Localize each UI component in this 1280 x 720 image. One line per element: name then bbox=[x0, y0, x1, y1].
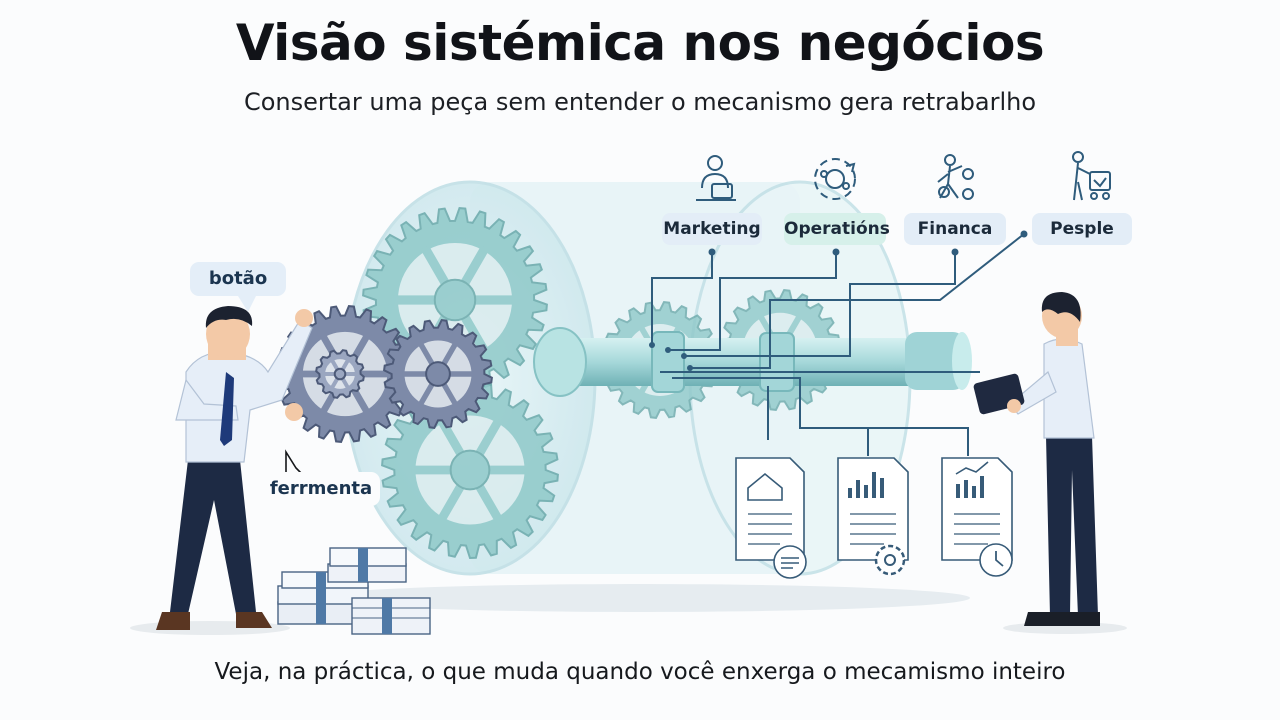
money-stack-icon bbox=[277, 547, 431, 635]
floor-shadow bbox=[310, 584, 970, 612]
page-title: Visão sistémica nos negócios bbox=[235, 14, 1045, 72]
department-label-operations: Operatións bbox=[784, 213, 890, 245]
man-with-tablet-illustration bbox=[973, 292, 1100, 626]
main-shaft bbox=[533, 327, 972, 397]
department-label-marketing: Marketing bbox=[662, 213, 762, 245]
department-connectors bbox=[651, 233, 1025, 456]
person-cart-icon bbox=[1072, 151, 1111, 201]
footer-caption: Veja, na práctica, o que muda quando voc… bbox=[214, 659, 1066, 685]
gear-large-back bbox=[362, 207, 548, 393]
page-subtitle: Consertar uma peça sem entender o mecani… bbox=[243, 88, 1037, 116]
tool-callout: ferrmenta bbox=[262, 472, 380, 506]
connector-nodes bbox=[649, 230, 1028, 371]
gear-large-lower bbox=[381, 380, 559, 560]
document-people-chart-icon bbox=[941, 457, 1013, 577]
callout-pointer bbox=[238, 296, 256, 312]
person-laptop-icon bbox=[696, 155, 736, 201]
document-bar-chart-icon bbox=[837, 457, 909, 576]
gear-steel-second bbox=[383, 319, 493, 429]
person-money-icon bbox=[937, 154, 974, 200]
gear-small-inner bbox=[315, 349, 365, 399]
department-label-people: Pesple bbox=[1032, 213, 1132, 245]
department-label-finance: Financa bbox=[904, 213, 1006, 245]
process-cycle-icon bbox=[814, 158, 856, 200]
button-callout: botão bbox=[190, 262, 286, 296]
man-fixing-gear-illustration bbox=[156, 306, 313, 630]
document-house-icon bbox=[735, 457, 807, 579]
